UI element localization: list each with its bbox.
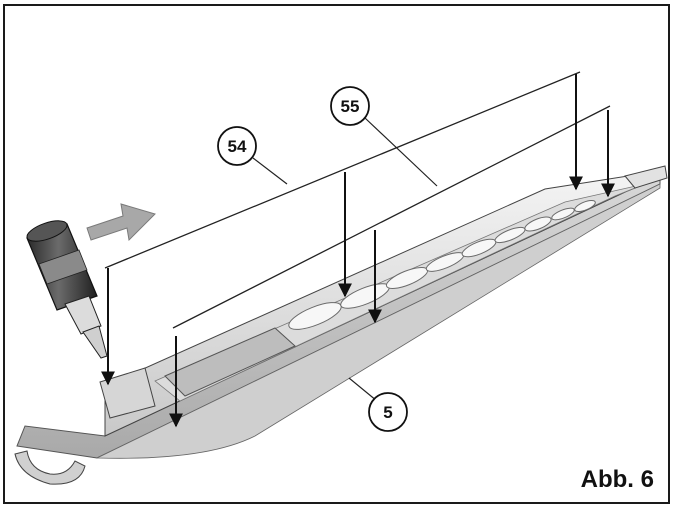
figure-frame: 54 55 5 Abb. 6 [3,4,670,504]
rail-front-hook [14,450,86,485]
glue-line-54 [104,71,581,269]
callout-55-label: 55 [341,97,360,116]
rail-pockets [288,199,596,330]
glue-bottle [26,220,108,359]
leader-lines [252,117,438,402]
assembly-illustration: 54 55 5 [14,71,668,485]
bottle-nozzle [82,325,108,359]
callout-5-label: 5 [383,403,392,422]
rail-right-tip [624,165,668,189]
callout-5: 5 [368,392,408,432]
callout-55: 55 [330,86,370,126]
pocket [524,216,552,232]
motion-arrow-icon [86,203,156,242]
bottle-cap-top [26,220,68,242]
rail-part [14,165,668,485]
pocket [574,199,596,213]
bottle-label-band [38,249,88,285]
application-arrows [101,74,615,428]
rail-left-recess [164,327,296,397]
pocket [551,207,575,221]
leader-55 [364,117,438,187]
leader-5 [348,377,378,402]
glue-line-55 [172,105,611,329]
callout-54: 54 [217,126,257,166]
bottle-neck [64,295,102,335]
callout-54-label: 54 [228,137,247,156]
glue-lines [104,71,611,329]
leader-54 [252,157,288,185]
figure-label: Abb. 6 [580,466,654,493]
